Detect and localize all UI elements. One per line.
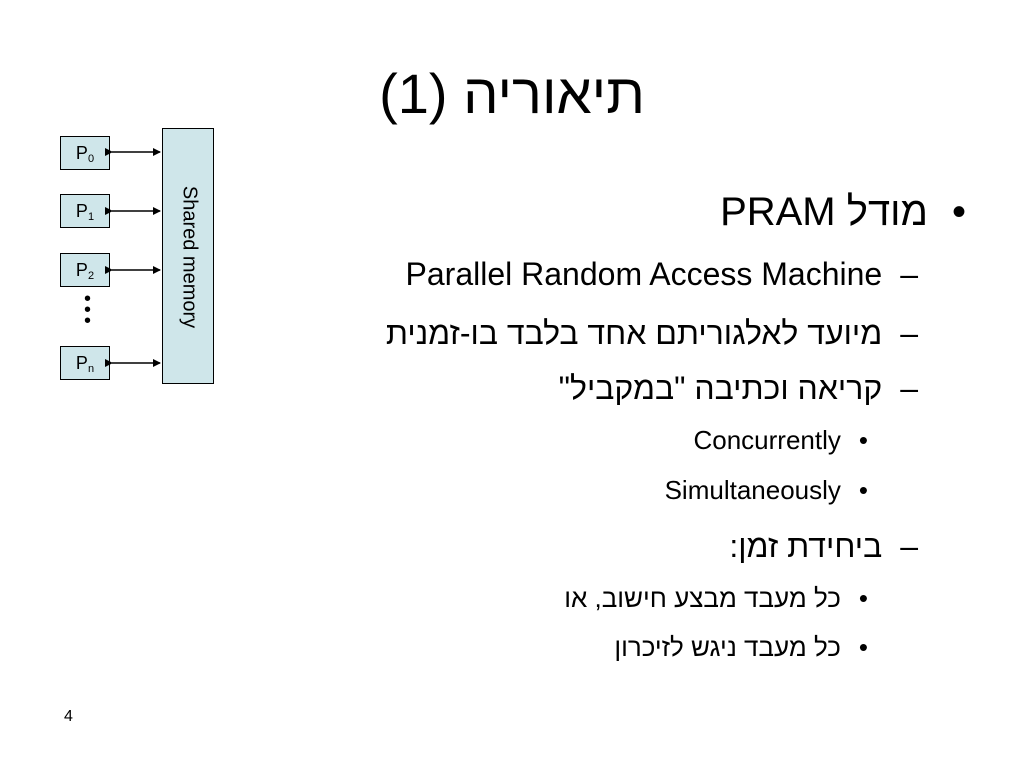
- processor-ellipsis: •••: [84, 288, 92, 332]
- dash-marker: –: [900, 370, 918, 406]
- sub-sub-bullet-concurrently: • Concurrently: [693, 425, 868, 456]
- dash-marker: –: [900, 315, 918, 351]
- page-number: 4: [64, 708, 73, 725]
- slide-title: תיאוריה (1): [379, 62, 645, 125]
- sub-sub-bullet-compute: • כל מעבד מבצע חישוב, או: [564, 583, 868, 614]
- processor-label: P: [75, 201, 88, 221]
- bullet-text: Parallel Random Access Machine: [405, 256, 883, 292]
- sub-bullet-expansion: –Parallel Random Access Machine: [406, 256, 918, 293]
- dash-marker: –: [900, 528, 918, 564]
- processor-label: P: [75, 143, 88, 163]
- shared-memory-box: Shared memory: [162, 128, 214, 384]
- processor-box-2: P2: [60, 253, 110, 287]
- sub-bullet-synchronous: –מיועד לאלגוריתם אחד בלבד בו-זמנית: [386, 315, 918, 352]
- bullet-text: כל מעבד ניגש לזיכרון: [614, 632, 841, 662]
- bullet-text: Simultaneously: [664, 475, 841, 505]
- processor-subscript: n: [87, 363, 95, 375]
- bullet-text: Concurrently: [693, 425, 841, 455]
- bullet-marker: •: [858, 583, 868, 613]
- bullet-marker: •: [858, 425, 868, 455]
- sub-sub-bullet-memory-access: • כל מעבד ניגש לזיכרון: [614, 632, 868, 663]
- processor-box-n: Pn: [60, 346, 110, 380]
- dash-marker: –: [900, 256, 918, 292]
- bullet-marker: •: [858, 475, 868, 505]
- bullet-model: • מודל PRAM: [720, 190, 966, 235]
- bullet-text: כל מעבד מבצע חישוב, או: [564, 583, 841, 613]
- bullet-text: ביחידת זמן:: [729, 528, 883, 564]
- bullet-marker: •: [858, 632, 868, 662]
- sub-sub-bullet-simultaneously: • Simultaneously: [665, 475, 868, 506]
- processor-subscript: 1: [87, 211, 95, 223]
- bullet-marker: •: [951, 190, 966, 234]
- bullet-text: מודל PRAM: [720, 190, 928, 234]
- processor-subscript: 2: [87, 270, 95, 282]
- processor-label: P: [75, 353, 88, 373]
- bullet-text: קריאה וכתיבה "במקביל": [558, 370, 883, 406]
- sub-bullet-readwrite: –קריאה וכתיבה "במקביל": [559, 370, 918, 407]
- processor-subscript: 0: [87, 153, 95, 165]
- sub-bullet-per-time-unit: –ביחידת זמן:: [729, 528, 918, 565]
- processor-label: P: [75, 260, 88, 280]
- bullet-text: מיועד לאלגוריתם אחד בלבד בו-זמנית: [385, 315, 883, 351]
